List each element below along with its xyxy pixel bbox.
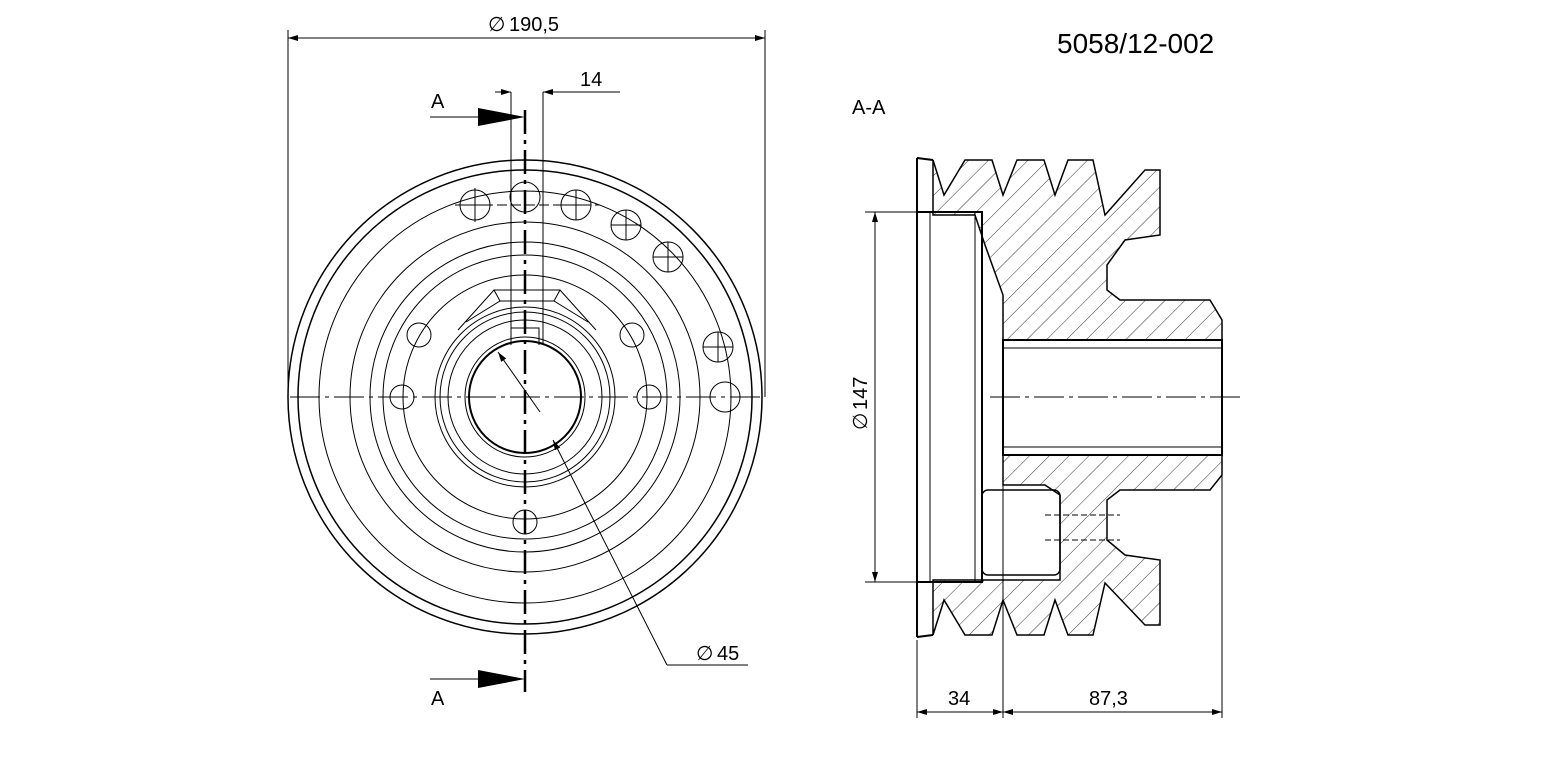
diameter-symbol: ∅ [696, 643, 713, 665]
bore-diameter-label: 45 [717, 643, 739, 665]
bore-diameter-leader [552, 439, 668, 666]
hub-slot [457, 289, 597, 331]
section-arrow-bottom [430, 670, 525, 688]
section-label: A-A [852, 97, 886, 119]
screw-hole [981, 489, 1061, 576]
hub-length-label: 87,3 [1089, 688, 1128, 710]
cut-label-top: A [431, 91, 445, 113]
section-arrow-top [430, 108, 525, 126]
cut-label-bottom: A [431, 688, 445, 710]
flange-width-label: 34 [948, 688, 970, 710]
section-view: 5058/12-002 A-A ∅ 147 [850, 28, 1240, 718]
bore-shoulder-circle [464, 336, 586, 458]
groove-diameter-label: 147 [850, 377, 872, 410]
hole [406, 322, 432, 348]
front-view: A A ∅ 190,5 14 ∅ 45 [287, 14, 766, 710]
hub-slot-line [553, 289, 561, 302]
flange [916, 211, 983, 583]
key-width-label: 14 [580, 69, 602, 91]
part-number: 5058/12-002 [1057, 28, 1214, 59]
hub-slot-inner [465, 300, 589, 323]
diameter-symbol: ∅ [850, 413, 872, 430]
section-hatch-lower [932, 454, 1223, 636]
outer-diameter-label: 190,5 [509, 14, 559, 36]
hub-slot-line [493, 289, 501, 302]
hole [619, 322, 645, 348]
section-hatch-upper [932, 159, 1223, 341]
diameter-symbol: ∅ [488, 14, 505, 36]
